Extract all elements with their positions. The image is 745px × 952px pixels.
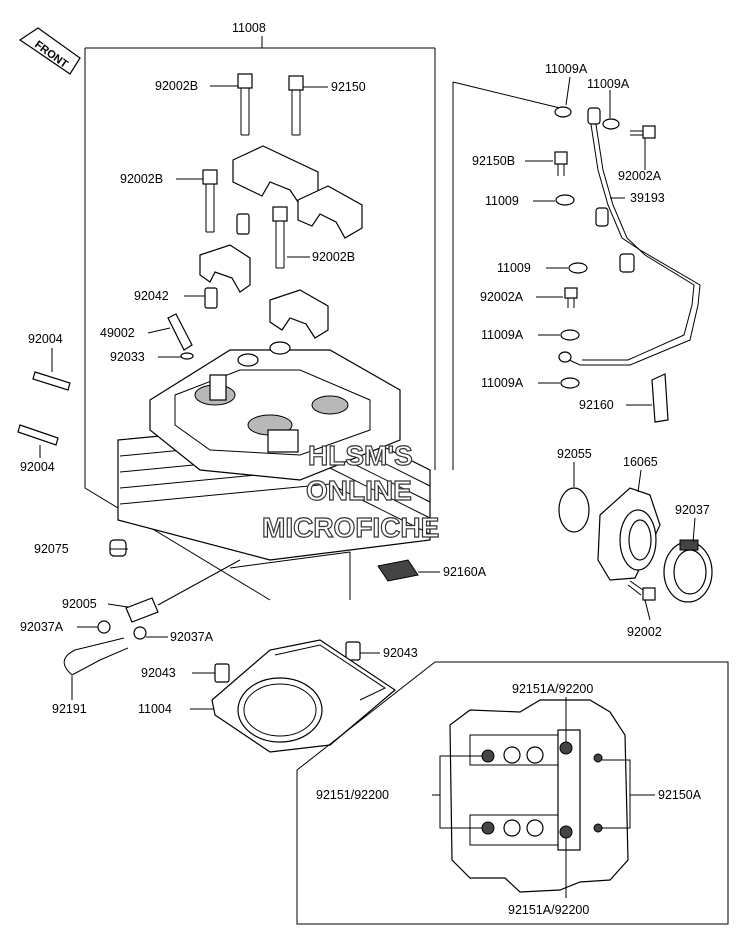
- bolt-92002a-upper-drawing: [630, 125, 656, 139]
- watermark: HLSM'S ONLINE MICROFICHE: [261, 439, 440, 543]
- label-92002b-1: 92002B: [155, 79, 198, 93]
- watermark-line-2: ONLINE: [306, 475, 412, 506]
- label-92004-1: 92004: [28, 332, 63, 346]
- bolt-92002-drawing: [627, 580, 656, 601]
- inset-panel: [296, 661, 729, 925]
- label-92075: 92075: [34, 542, 69, 556]
- label-92150: 92150: [331, 80, 366, 94]
- label-92002a-2: 92002A: [480, 290, 524, 304]
- label-92043-2: 92043: [383, 646, 418, 660]
- clip-92037a-drawing: [97, 620, 147, 640]
- stud-92004-upper-drawing: [32, 371, 71, 391]
- fitting-92005-drawing: [125, 559, 241, 623]
- gasket-11004-drawing: [211, 639, 396, 753]
- intake-holder-16065-drawing: [597, 487, 661, 581]
- pipe-49002-drawing: [167, 313, 193, 351]
- label-16065: 16065: [623, 455, 658, 469]
- o-ring-92033-drawing: [180, 352, 194, 360]
- label-92151: 92151/92200: [316, 788, 389, 802]
- label-92002b-2: 92002B: [120, 172, 163, 186]
- stud-92004-lower-drawing: [17, 424, 59, 446]
- label-11009-2: 11009: [497, 261, 531, 275]
- bolt-92002b-top-drawing: [237, 73, 253, 136]
- oil-pipe-39193-drawing: [564, 107, 701, 366]
- cylinder-head-drawing: [117, 341, 431, 561]
- label-11009a-2: 11009A: [587, 77, 630, 91]
- label-92002: 92002: [627, 625, 662, 639]
- label-39193: 39193: [630, 191, 665, 205]
- part-labels: 11008 92002B 92150 92002B 92002B 92042 4…: [20, 21, 710, 917]
- label-92043-1: 92043: [141, 666, 176, 680]
- bolt-92002b-mid-drawing: [202, 169, 218, 233]
- cap-92075-drawing: [109, 539, 127, 557]
- watermark-line-3: MICROFICHE: [262, 512, 439, 543]
- label-92150b: 92150B: [472, 154, 515, 168]
- label-11009a-3: 11009A: [481, 328, 524, 342]
- label-49002: 49002: [100, 326, 135, 340]
- label-92033: 92033: [110, 350, 145, 364]
- assembly-outline-11008: [84, 36, 436, 601]
- bolt-92002b-right-drawing: [272, 206, 288, 269]
- front-arrow-icon: FRONT: [18, 27, 81, 75]
- label-92037a-2: 92037A: [170, 630, 214, 644]
- camshaft-cap-lower-drawing: [199, 244, 329, 339]
- label-92005: 92005: [62, 597, 97, 611]
- assembly-outline-39193: [452, 81, 561, 470]
- label-92037a-1: 92037A: [20, 620, 64, 634]
- clamp-92037-drawing: [663, 539, 713, 603]
- label-11004: 11004: [138, 702, 172, 716]
- label-92160a: 92160A: [443, 565, 487, 579]
- label-92002a-1: 92002A: [618, 169, 662, 183]
- cap-92160a-drawing: [377, 559, 419, 582]
- label-92055: 92055: [557, 447, 592, 461]
- label-92004-2: 92004: [20, 460, 55, 474]
- bolt-92150-drawing: [288, 75, 304, 136]
- dowel-92042-drawing: [204, 287, 218, 309]
- label-92002b-3: 92002B: [312, 250, 355, 264]
- camshaft-cap-upper-drawing: [232, 145, 363, 239]
- label-92151a-bottom: 92151A/92200: [508, 903, 589, 917]
- leader-lines: [39, 76, 696, 898]
- o-ring-92055-drawing: [558, 487, 590, 533]
- label-92042: 92042: [134, 289, 169, 303]
- dowel-92043-left-drawing: [214, 663, 230, 683]
- watermark-line-1: HLSM'S: [308, 440, 413, 471]
- label-11009a-1: 11009A: [545, 62, 588, 76]
- label-11008: 11008: [232, 21, 266, 35]
- washers-11009-drawing: [554, 106, 620, 389]
- label-92160: 92160: [579, 398, 614, 412]
- label-92150a: 92150A: [658, 788, 702, 802]
- label-11009a-4: 11009A: [481, 376, 524, 390]
- label-92191: 92191: [52, 702, 87, 716]
- dowel-92043-right-drawing: [345, 641, 361, 661]
- label-11009-1: 11009: [485, 194, 519, 208]
- hose-92191-drawing: [63, 637, 129, 676]
- label-92151a-top: 92151A/92200: [512, 682, 593, 696]
- dowel-upper-drawing: [236, 213, 250, 235]
- bolt-92002a-lower-drawing: [564, 287, 578, 308]
- cap-92160-drawing: [651, 373, 669, 423]
- bolt-92150b-drawing: [554, 151, 568, 176]
- label-92037: 92037: [675, 503, 710, 517]
